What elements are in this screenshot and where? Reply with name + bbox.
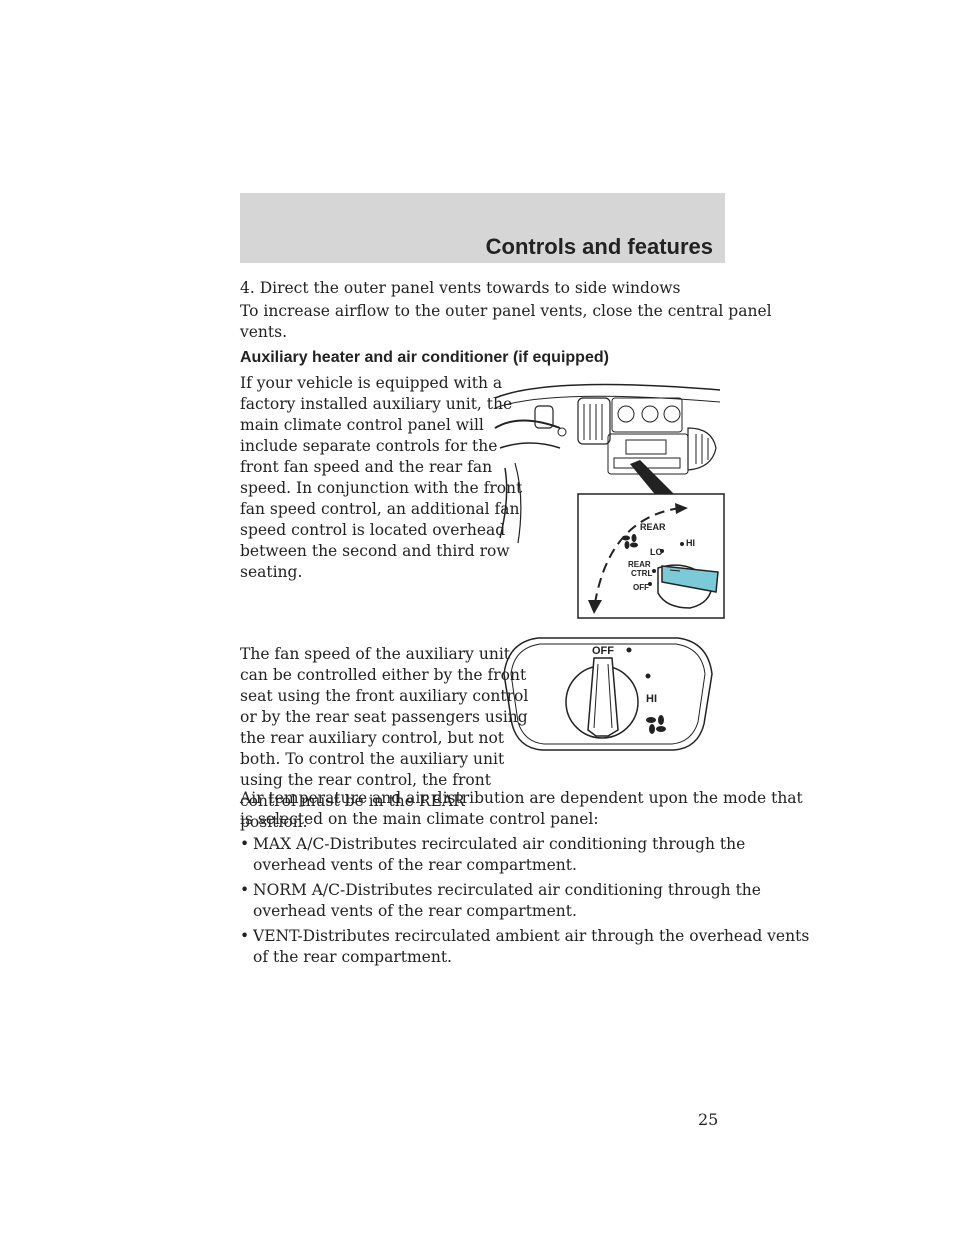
label-lo: LO [650,547,663,557]
bullet-3-line-2: of the rear compartment. [253,948,452,966]
para1-line: main climate control panel will [240,416,484,434]
section-header-band: Controls and features [240,193,725,263]
para1-line: include separate controls for the [240,437,498,455]
bullet-2-line-2: overhead vents of the rear compartment. [253,902,577,920]
para1-line: If your vehicle is equipped with a [240,374,503,392]
airflow-tip-line-1: To increase airflow to the outer panel v… [240,302,772,320]
step-4-text: 4. Direct the outer panel vents towards … [240,279,681,297]
label-rear: REAR [640,522,666,532]
para1-line: seating. [240,563,303,581]
label-off: OFF [592,645,614,657]
label-hi: HI [686,538,695,548]
para2-line: position. [240,813,308,831]
bullet-dot: • [240,927,250,945]
fan-icon [622,534,638,549]
para1-line: factory installed auxiliary unit, the [240,395,513,413]
para1-line: speed. In conjunction with the front [240,479,523,497]
label-rear-ctrl-1: REAR [628,560,651,569]
section-heading: Auxiliary heater and air conditioner (if… [240,349,609,366]
para2-line: both. To control the auxiliary unit [240,750,505,768]
para2-line: the rear auxiliary control, but not [240,729,505,747]
para1-line: speed control is located overhead [240,521,506,539]
page-number: 25 [698,1110,719,1129]
para2-line: control must be in the REAR [240,792,465,810]
para2-line: or by the rear seat passengers using [240,708,528,726]
label-rear-ctrl-2: CTRL [631,569,652,578]
bullet-2-line-1: NORM A/C-Distributes recirculated air co… [253,881,761,899]
airflow-tip-line-2: vents. [240,323,288,341]
para2-line: The fan speed of the auxiliary unit [240,645,511,663]
fan-icon [646,715,666,734]
label-hi: HI [646,693,657,705]
bullet-3-line-1: VENT-Distributes recirculated ambient ai… [253,927,810,945]
para2-line: using the rear control, the front [240,771,491,789]
dashboard-front-control-figure: REAR HI LO REAR CTRL OFF [494,383,725,619]
para3-line-2: is selected on the main climate control … [240,810,599,828]
label-off: OFF [633,583,649,592]
bullet-dot: • [240,881,250,899]
para1-line: fan speed control, an additional fan [240,500,520,518]
para1-line: front fan speed and the rear fan [240,458,493,476]
bullet-1-line-2: overhead vents of the rear compartment. [253,856,577,874]
para1-line: between the second and third row [240,542,510,560]
bullet-dot: • [240,835,250,853]
section-title: Controls and features [485,234,713,259]
para2-line: seat using the front auxiliary control [240,687,529,705]
para3-line-1: Air temperature and air distribution are… [240,789,803,807]
rear-auxiliary-control-figure: OFF HI [503,637,713,751]
para2-line: can be controlled either by the front [240,666,527,684]
bullet-1-line-1: MAX A/C-Distributes recirculated air con… [253,835,746,853]
